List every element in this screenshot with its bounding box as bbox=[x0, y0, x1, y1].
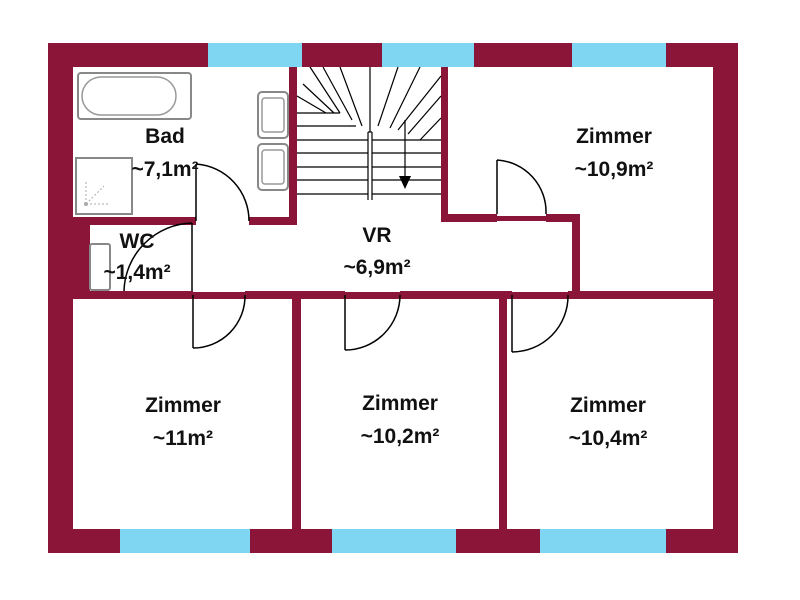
room-area-zimmer-sw: ~11m² bbox=[153, 427, 213, 450]
door-zimmer-sw[interactable] bbox=[192, 294, 246, 349]
door-wc[interactable] bbox=[123, 222, 193, 292]
vr-floor bbox=[192, 221, 572, 292]
window-top-1 bbox=[208, 43, 302, 67]
room-area-wc: ~1,4m² bbox=[103, 261, 170, 284]
bathtub-icon bbox=[77, 72, 192, 120]
door-bad[interactable] bbox=[195, 163, 250, 222]
door-zimmer-se[interactable] bbox=[511, 294, 569, 353]
room-name-zimmer-sm: Zimmer bbox=[362, 392, 438, 415]
window-bottom-1 bbox=[120, 529, 250, 553]
window-bottom-3 bbox=[540, 529, 666, 553]
wall-mid-2 bbox=[400, 291, 512, 299]
door-zimmer-ne[interactable] bbox=[496, 159, 547, 215]
room-name-zimmer-se: Zimmer bbox=[570, 394, 646, 417]
room-name-vr: VR bbox=[362, 224, 391, 247]
wall-bad-bottom-right bbox=[249, 217, 297, 225]
window-top-2 bbox=[382, 43, 474, 67]
room-name-wc: WC bbox=[120, 230, 155, 253]
room-area-zimmer-ne: ~10,9m² bbox=[575, 158, 654, 181]
shower-icon bbox=[75, 157, 133, 215]
window-bottom-2 bbox=[332, 529, 456, 553]
zimmer-sm-floor bbox=[301, 299, 499, 529]
wall-south-1 bbox=[292, 299, 301, 529]
wall-mid-3 bbox=[568, 291, 713, 299]
room-name-zimmer-ne: Zimmer bbox=[576, 125, 652, 148]
zimmer-sw-floor bbox=[73, 299, 292, 529]
wall-mid-1 bbox=[245, 291, 345, 299]
wall-bad-bottom-left bbox=[73, 217, 196, 225]
room-area-zimmer-se: ~10,4m² bbox=[569, 427, 648, 450]
wall-ne-bottom bbox=[441, 214, 497, 222]
wall-stair-zimmer bbox=[441, 67, 448, 216]
wall-wc-bottom bbox=[73, 291, 193, 299]
wall-bad-stair bbox=[289, 67, 297, 223]
room-name-bad: Bad bbox=[145, 125, 185, 148]
zimmer-se-floor bbox=[507, 299, 713, 529]
wall-south-2 bbox=[499, 299, 507, 529]
room-area-bad: ~7,1m² bbox=[131, 158, 198, 181]
toilet-icon bbox=[89, 243, 111, 291]
stair-floor bbox=[297, 67, 441, 223]
wall-ne-bottom-right bbox=[546, 214, 580, 222]
room-area-vr: ~6,9m² bbox=[343, 256, 410, 279]
stair-icon bbox=[296, 66, 442, 200]
room-name-zimmer-sw: Zimmer bbox=[145, 394, 221, 417]
sink-icon bbox=[257, 91, 289, 191]
room-area-zimmer-sm: ~10,2m² bbox=[361, 425, 440, 448]
door-zimmer-sm[interactable] bbox=[344, 294, 401, 351]
window-top-3 bbox=[572, 43, 666, 67]
wall-ne-left-lower bbox=[572, 214, 580, 294]
zimmer-ne-floor bbox=[448, 67, 713, 216]
zimmer-ne-floor-lower bbox=[580, 214, 713, 292]
wall-wc-left bbox=[73, 225, 90, 299]
